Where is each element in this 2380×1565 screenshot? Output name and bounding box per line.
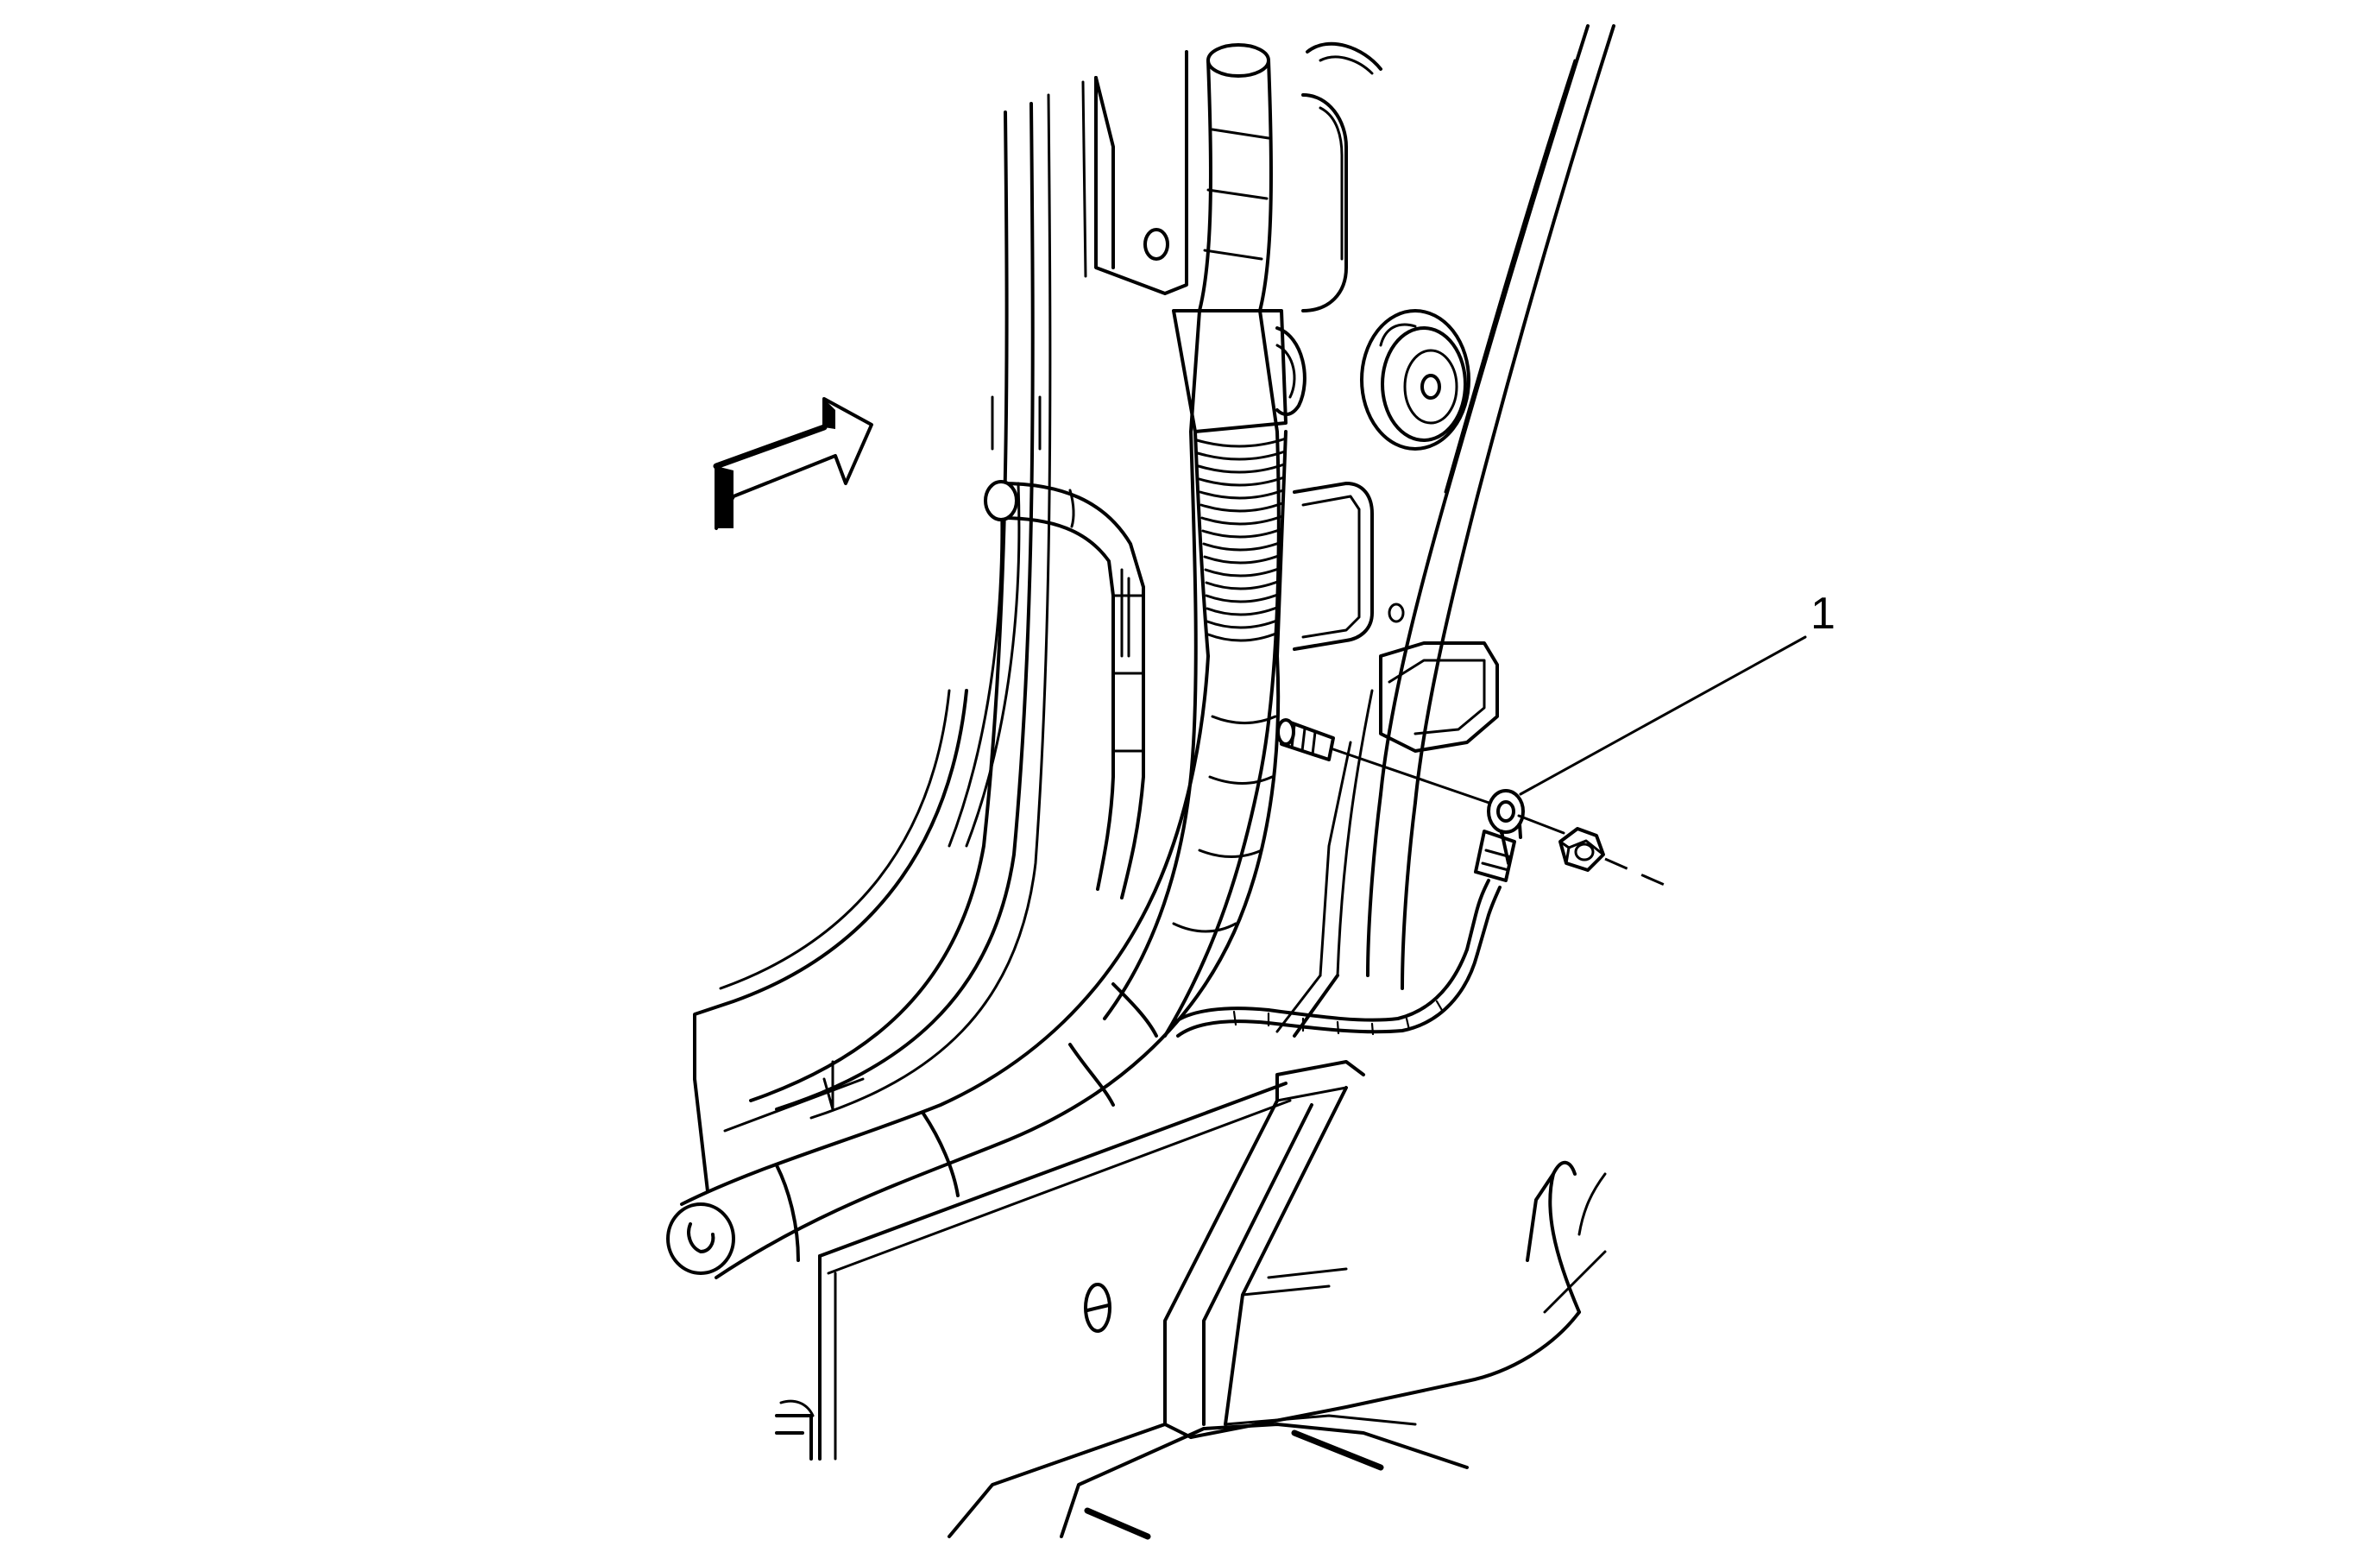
corrugated-conduit [1193,430,1288,658]
door-opening-edge [1366,24,1615,990]
sill-bracket [1275,641,1499,1038]
stud-axis-line [1517,814,1675,891]
main-wiring-harness [666,654,1281,1279]
upper-wiring-harness [1103,43,1288,1038]
flange-nut [1558,827,1605,872]
grommet [1360,309,1470,451]
rocker-sill [775,1060,1607,1540]
ground-stud [1276,718,1503,809]
callout-1: 1 [1519,589,1835,796]
ground-wire [1172,789,1525,1038]
view-direction-arrow [713,397,873,530]
callout-1-label: 1 [1810,589,1835,639]
body-pillar-panel [693,50,1188,1193]
inner-panel [1275,41,1405,651]
secondary-harness [984,480,1145,899]
